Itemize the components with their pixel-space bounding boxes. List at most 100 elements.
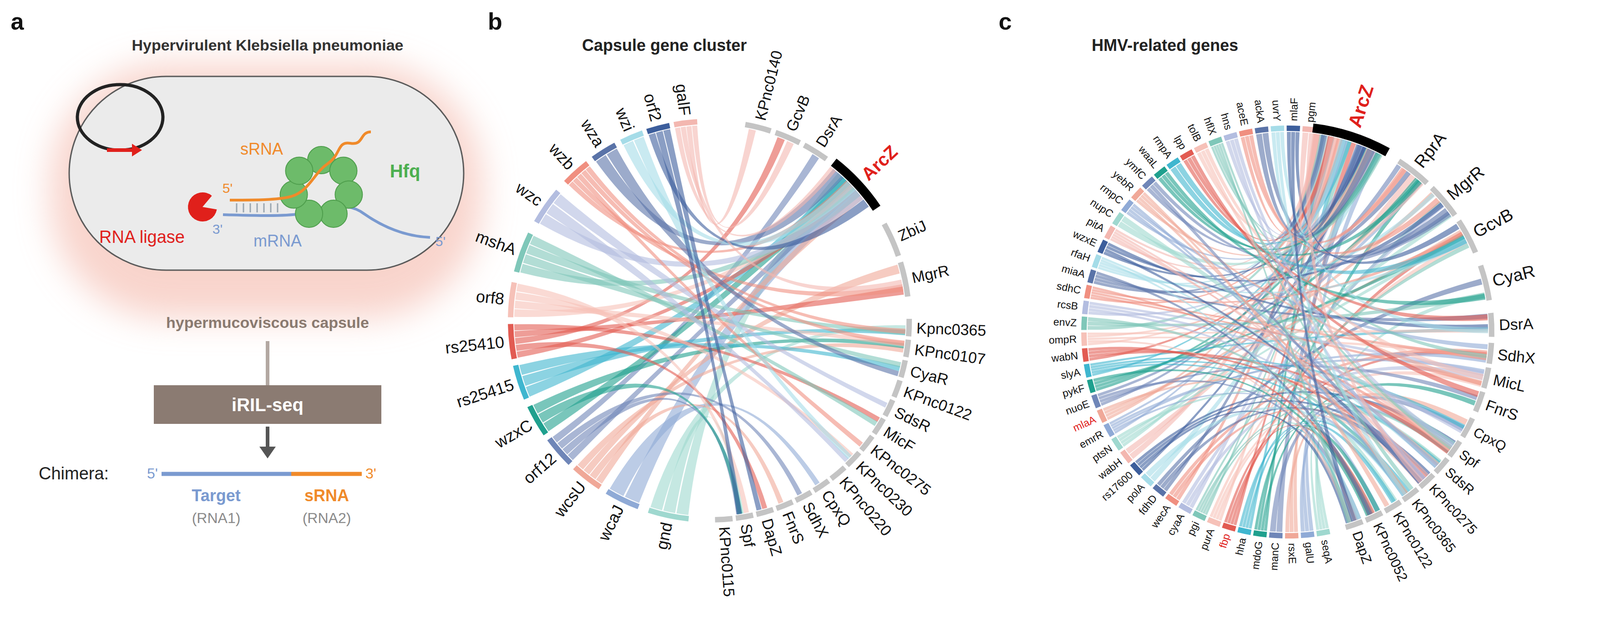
- gene-label: orf12: [520, 450, 560, 487]
- srna-label: FnrS: [1483, 397, 1521, 424]
- gene-label: miaA: [1060, 263, 1087, 280]
- gene-label: wzi: [612, 105, 637, 134]
- gene-arc: [1081, 316, 1088, 331]
- gene-label: orf2: [641, 91, 665, 124]
- bacterial-cell: [69, 76, 464, 271]
- gene-label: wzxE: [1071, 228, 1099, 249]
- annotation: Chimera:: [38, 464, 109, 484]
- gene-label: mlaA: [1071, 414, 1098, 434]
- chord: [1092, 286, 1452, 451]
- gene-label: pitA: [1085, 215, 1107, 234]
- srna-label: GcvB: [1470, 205, 1516, 241]
- gene-arrow: [106, 148, 133, 152]
- srna-label: SdhX: [1497, 346, 1537, 367]
- gene-arc: [1237, 527, 1252, 536]
- gene-label: rs25415: [454, 376, 517, 411]
- gene-arc: [646, 122, 671, 135]
- srna-arc: [744, 121, 772, 134]
- srna-arc: [1488, 313, 1495, 338]
- gene-label: pgi: [1185, 520, 1202, 538]
- gene-arc: [1208, 136, 1224, 147]
- gene-label: uvrY: [1270, 99, 1283, 122]
- end-label: 5': [435, 233, 446, 249]
- srna-label: CpxQ: [1471, 425, 1509, 454]
- gene-label: wcaJ: [595, 502, 627, 544]
- gene-label: pgm: [1304, 101, 1318, 123]
- chord: [515, 342, 768, 510]
- gene-arc: [1206, 517, 1222, 528]
- base-pair: [243, 203, 245, 213]
- gene-label: galF: [672, 83, 693, 117]
- process-box: iRIL-seq: [153, 385, 382, 425]
- srna-arc: [775, 499, 794, 512]
- srna-label: ArcZ: [858, 141, 902, 184]
- gene-arc: [1179, 149, 1195, 161]
- plasmid: [77, 84, 163, 151]
- annotation: sRNA: [240, 140, 284, 159]
- gene-arc: [1269, 532, 1283, 539]
- panel-title: Capsule gene cluster: [582, 36, 747, 55]
- down-arrow-head: [259, 446, 276, 459]
- srna-label: DsrA: [812, 112, 845, 150]
- gene-label: rsxE: [1286, 543, 1298, 565]
- base-pairs: [236, 203, 278, 213]
- srna-arc: [903, 339, 912, 358]
- srna-label: DapZ: [1350, 529, 1374, 566]
- gene-arc: [1087, 269, 1097, 284]
- srna-label: MgrR: [910, 262, 951, 286]
- srna-label: MgrR: [1443, 162, 1488, 203]
- srna-strand: [229, 131, 371, 201]
- gene-arc: [1120, 449, 1133, 464]
- node-text: iRIL-seq: [231, 394, 304, 416]
- srna-arc: [1473, 391, 1486, 413]
- annotation: (RNA2): [302, 510, 352, 527]
- gene-arc: [507, 324, 517, 360]
- base-pair: [249, 203, 252, 213]
- gene-label: aceE: [1234, 101, 1250, 127]
- gene-arc: [1142, 176, 1156, 190]
- annotation: mRNA: [253, 232, 302, 251]
- hfq-subunit: [285, 156, 314, 185]
- srna-label: Kpnc0365: [916, 320, 987, 339]
- srna-arc: [891, 379, 903, 399]
- srna-arc: [882, 399, 896, 418]
- gene-arc: [1121, 199, 1134, 213]
- gene-label: gnd: [653, 521, 675, 552]
- base-pair: [263, 203, 265, 213]
- annotation: sRNA: [304, 486, 350, 506]
- gene-label: lpp: [1171, 133, 1188, 152]
- gene-arc: [1129, 461, 1144, 476]
- gene-label: manC: [1268, 542, 1282, 572]
- gene-arc: [1192, 510, 1207, 522]
- srna-arc: [714, 516, 733, 523]
- gene-label: nuoE: [1064, 398, 1091, 417]
- gene-arc: [1300, 531, 1315, 539]
- gene-label: wzb: [546, 140, 578, 173]
- gene-label: hha: [1234, 537, 1249, 557]
- gene-label: slyA: [1060, 367, 1082, 382]
- srna-arc: [897, 261, 911, 298]
- gene-arc: [1104, 225, 1116, 240]
- srna-label: KPnc0115: [716, 526, 738, 598]
- gene-arc: [1081, 348, 1089, 362]
- chimera-target: [161, 472, 292, 477]
- gene-arc: [1316, 529, 1331, 537]
- gene-label: rcsB: [1056, 298, 1079, 312]
- gene-label: ptsN: [1090, 443, 1114, 464]
- chord-group: [1087, 131, 1489, 533]
- base-pair: [277, 203, 279, 213]
- gene-arc: [1152, 484, 1167, 497]
- end-label: 5': [222, 180, 233, 196]
- gene-arrow-head: [131, 143, 142, 157]
- gene-label: orf8: [475, 288, 506, 308]
- base-pair: [236, 203, 238, 213]
- gene-arc: [1131, 187, 1145, 202]
- gene-label: polA: [1124, 481, 1147, 505]
- gene-label: hns: [1219, 111, 1234, 132]
- rna-ligase-symbol: [187, 192, 218, 222]
- gene-arc: [1091, 254, 1102, 269]
- gene-arc: [1083, 284, 1093, 299]
- panel-title: HMV-related genes: [1091, 36, 1239, 55]
- chord: [1088, 347, 1375, 515]
- srna-arc: [898, 359, 908, 379]
